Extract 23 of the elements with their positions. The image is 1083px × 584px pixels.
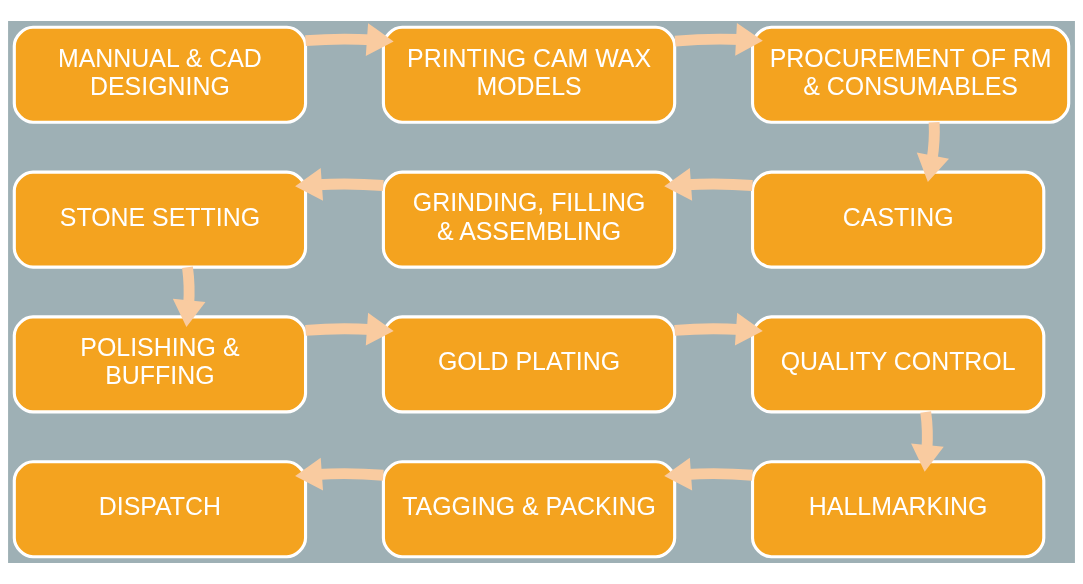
node-box: STONE SETTING — [12, 170, 308, 269]
arrow — [664, 457, 753, 491]
node-box: CASTING — [751, 170, 1046, 269]
node-box: HALLMARKING — [751, 460, 1046, 559]
arrow — [305, 312, 394, 346]
node-box: GRINDING, FILLING & ASSEMBLING — [381, 170, 677, 269]
arrow — [172, 266, 206, 327]
node-box: TAGGING & PACKING — [381, 460, 677, 559]
arrow — [305, 23, 394, 56]
node-box: PROCUREMENT OF RM & CONSUMABLES — [751, 25, 1071, 124]
arrow — [674, 312, 763, 346]
node-box: QUALITY CONTROL — [751, 315, 1046, 414]
arrow — [916, 122, 949, 182]
arrow — [674, 22, 763, 56]
arrow — [295, 168, 384, 201]
arrow — [295, 457, 384, 491]
arrow — [664, 168, 753, 201]
node-box: DISPATCH — [12, 460, 308, 559]
node-box: MANNUAL & CAD DESIGNING — [12, 25, 308, 124]
node-box: POLISHING & BUFFING — [12, 315, 308, 414]
node-box: GOLD PLATING — [381, 315, 677, 414]
arrow — [911, 411, 944, 472]
node-box: PRINTING CAM WAX MODELS — [381, 25, 677, 124]
